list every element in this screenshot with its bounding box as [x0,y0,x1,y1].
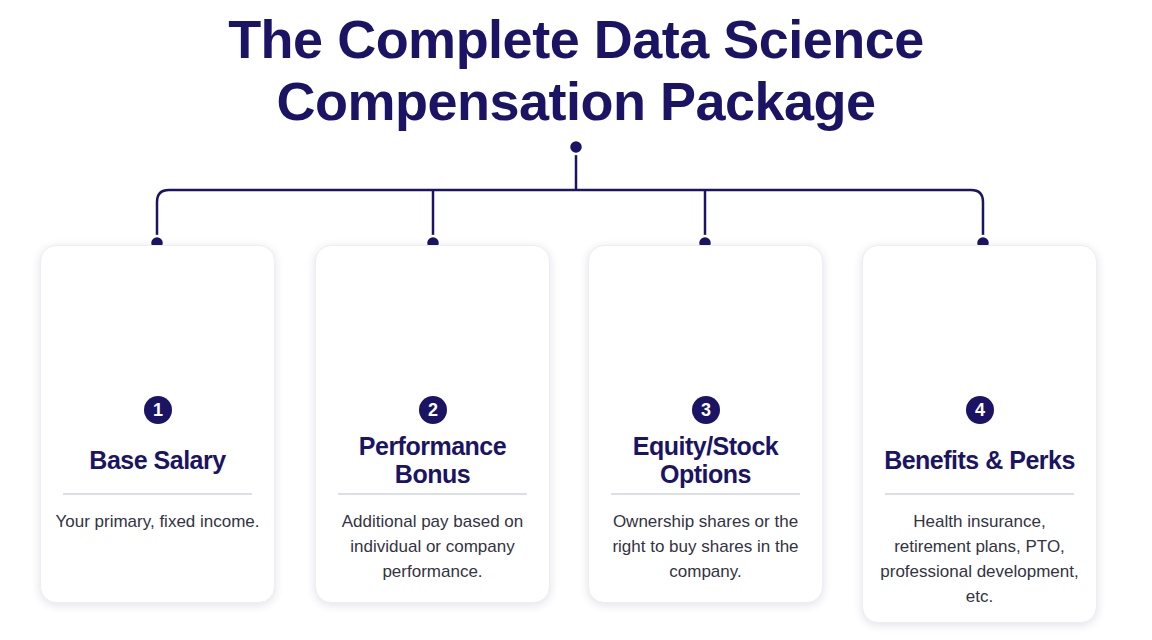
divider-line [63,493,252,495]
callout-number: 4 [966,396,994,424]
card-description: Your primary, fixed income. [51,509,264,534]
callout-number: 1 [144,396,172,424]
callout-number: 2 [419,396,447,424]
card-heading: Equity/Stock Options [599,430,812,490]
benefit-card: 3Equity/Stock OptionsOwnership shares or… [588,245,823,603]
bracket-lines [157,147,983,243]
bracket-dots [150,140,990,250]
card-heading: Base Salary [51,430,264,490]
divider-line [611,493,800,495]
benefit-card: 4Benefits & PerksHealth insurance, retir… [862,245,1097,623]
card-description: Ownership shares or the right to buy sha… [599,509,812,584]
card-description: Additional pay based on individual or co… [326,509,539,584]
card-description: Health insurance, retirement plans, PTO,… [873,509,1086,609]
benefit-card: 1Base SalaryYour primary, fixed income. [40,245,275,603]
callout-number: 3 [692,396,720,424]
divider-line [338,493,527,495]
diagram-title: The Complete Data Science Compensation P… [176,8,976,132]
divider-line [885,493,1074,495]
card-heading: Performance Bonus [326,430,539,490]
card-heading: Benefits & Perks [873,430,1086,490]
benefit-card: 2Performance BonusAdditional pay based o… [315,245,550,603]
